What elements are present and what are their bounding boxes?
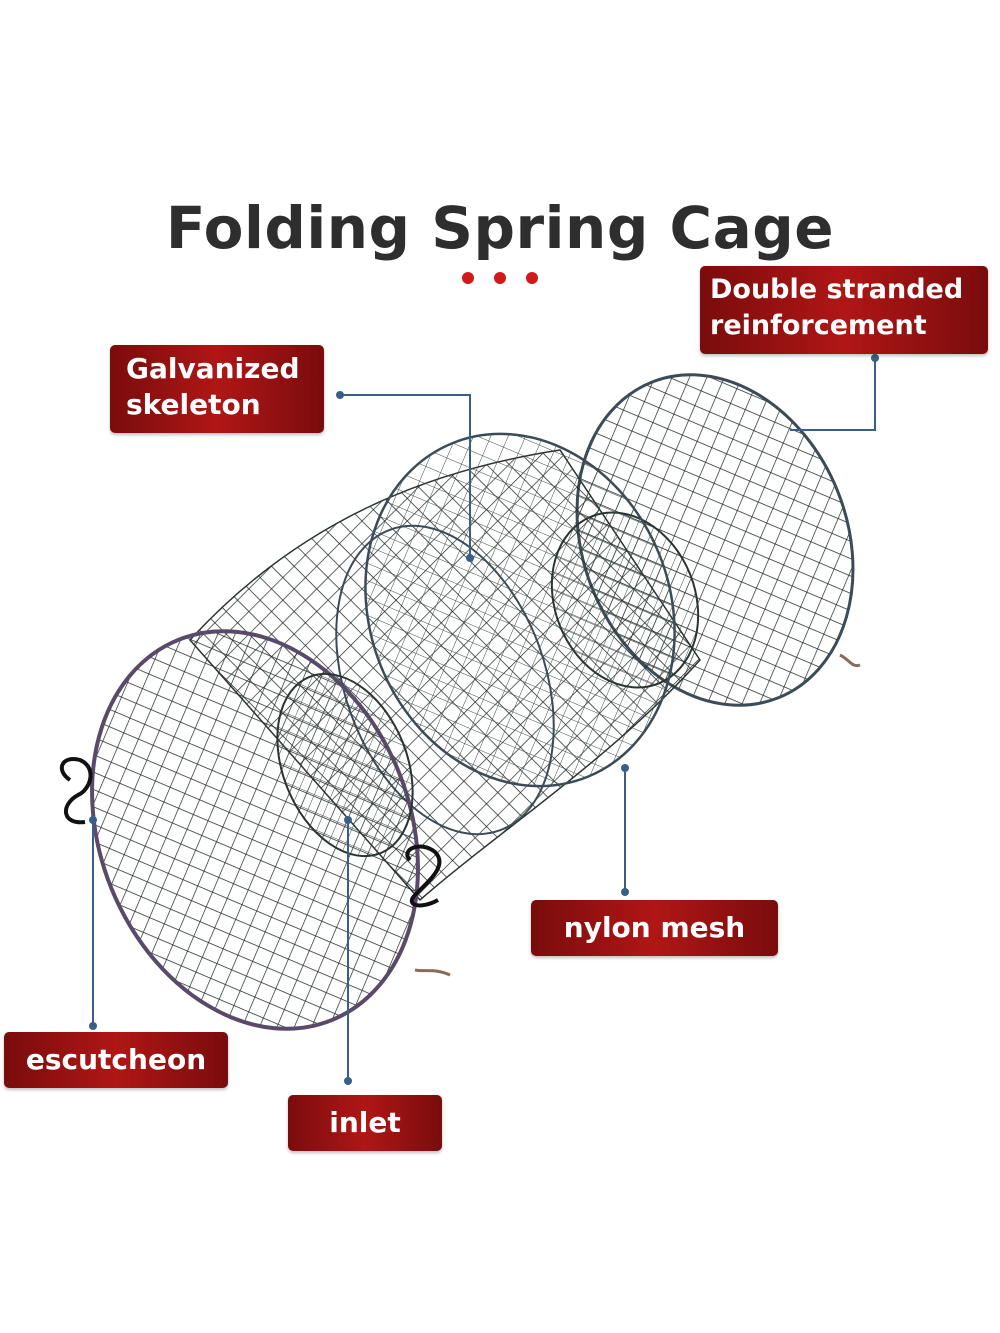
label-nylon-mesh: nylon mesh — [531, 900, 778, 956]
label-line: skeleton — [126, 388, 261, 421]
endpoint-escutcheon — [89, 1022, 97, 1030]
title-divider-dots — [462, 272, 542, 286]
label-escutcheon: escutcheon — [4, 1032, 228, 1088]
leader-lines — [92, 358, 876, 1081]
endpoint-galvanized-cage — [466, 554, 474, 562]
divider-dot — [462, 272, 474, 284]
label-double-stranded-reinforcement: Double stranded reinforcement — [700, 266, 988, 354]
endpoint-escutcheon-cage — [89, 816, 97, 824]
label-line: nylon mesh — [563, 911, 746, 944]
label-galvanized-skeleton: Galvanized skeleton — [110, 345, 324, 433]
divider-dot — [526, 272, 538, 284]
endpoint-inlet — [344, 1077, 352, 1085]
label-line: Double stranded — [710, 274, 964, 305]
label-line: escutcheon — [25, 1043, 207, 1076]
leader-endpoints — [89, 354, 879, 1085]
label-line: inlet — [329, 1106, 401, 1139]
label-inlet: inlet — [288, 1095, 442, 1151]
endpoint-nylon-mesh — [621, 888, 629, 896]
leader-galvanized — [340, 394, 471, 558]
leader-double-stranded — [790, 358, 876, 431]
label-line: reinforcement — [710, 310, 927, 341]
endpoint-nylon-mesh-cage — [621, 764, 629, 772]
endpoint-inlet-cage — [344, 816, 352, 824]
endpoint-double-stranded — [871, 354, 879, 362]
label-line: Galvanized — [126, 352, 300, 385]
front-cone — [59, 629, 861, 1031]
page-title: Folding Spring Cage — [165, 194, 835, 262]
divider-dot — [494, 272, 506, 284]
endpoint-galvanized — [336, 391, 344, 399]
